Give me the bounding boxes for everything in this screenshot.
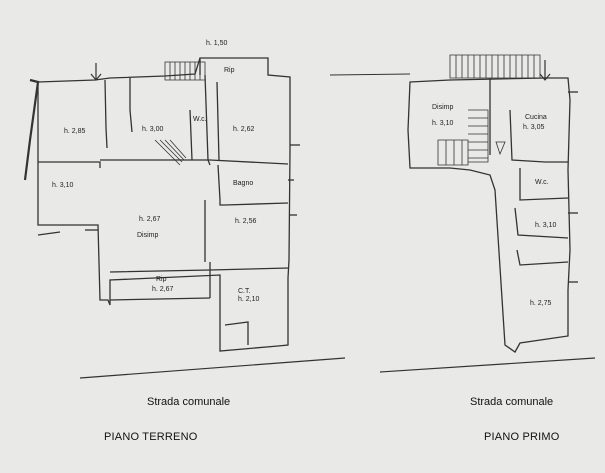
ground-staircase-2 [154,139,187,166]
room-height: h. 2,75 [530,300,552,307]
ground-partition [109,267,290,273]
first-partition [514,207,569,239]
ground-partition [224,321,249,345]
ground-garden-wall [37,231,61,236]
ground-floor-plan [23,57,300,352]
ground-partition [129,78,133,133]
ground-thick-wall [23,78,40,181]
room-height: h. 3,10 [52,182,74,189]
room-name: W.c. [193,116,207,123]
ground-street-line [79,357,346,379]
first-entry-arrow [539,60,551,81]
ground-partition [216,81,220,161]
first-staircase [437,54,541,166]
room-height: h. 2,62 [233,126,255,133]
ground-staircase [164,61,206,81]
ground-entry-arrow [90,63,102,81]
ground-floor-title: PIANO TERRENO [104,431,198,443]
room-height: h. 2,56 [235,218,257,225]
ground-street-label: Strada comunale [147,396,231,408]
room-height: h. 3,05 [523,124,545,131]
first-partition [509,109,568,163]
room-name: Cucina [525,114,547,121]
first-floor-title: PIANO PRIMO [484,431,560,443]
first-landing-mark [495,141,506,156]
ground-partition [109,297,211,301]
room-height: h. 1,50 [206,40,228,47]
room-name: Rip [224,67,235,74]
first-street-line [379,357,596,373]
room-name: C.T. [238,288,251,295]
first-floor-plan [407,54,578,353]
room-name: Disimp [432,104,454,111]
first-outer-wall [407,77,571,353]
ground-partition [38,161,101,168]
room-name: Disimp [137,232,159,239]
room-name: Rip [156,276,167,283]
ground-partition [104,79,108,149]
first-partition [519,168,569,201]
room-height: h. 2,67 [139,216,161,223]
room-name: Bagno [233,180,254,187]
first-partition [516,249,569,266]
room-height: h. 3,00 [142,126,164,133]
room-height: h. 2,67 [152,286,174,293]
ground-partition [189,109,193,161]
first-reference-line [329,73,411,76]
room-height: h. 2,10 [238,296,260,303]
ground-partition [100,159,289,165]
room-height: h. 3,10 [535,222,557,229]
first-street-label: Strada comunale [470,396,554,408]
room-name: W.c. [535,179,549,186]
room-height: h. 3,10 [432,120,454,127]
room-height: h. 2,85 [64,128,86,135]
ground-partition [217,164,289,206]
